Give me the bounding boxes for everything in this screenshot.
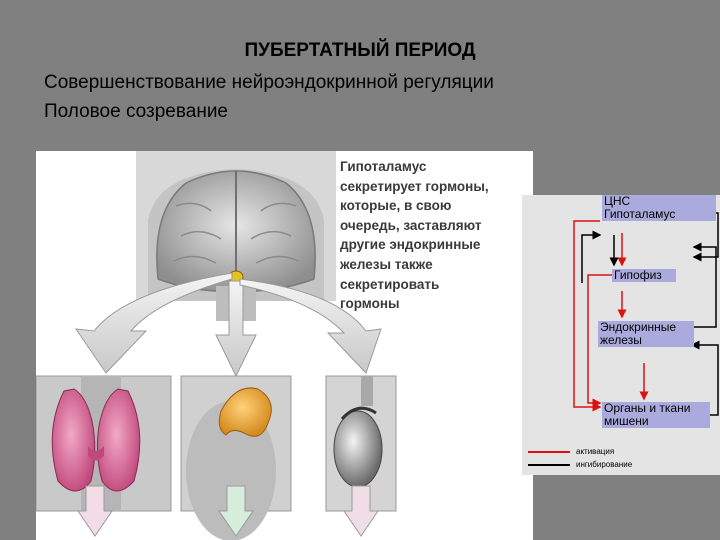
box-line: мишени — [604, 414, 649, 428]
scheme-box-endocrine: Эндокринные железы — [598, 321, 694, 347]
illustration-caption: Гипоталамус секретирует гормоны, которые… — [340, 157, 533, 314]
legend-inhibition-label: ингибирование — [576, 460, 633, 469]
hypothalamus-illustration: Гипоталамус секретирует гормоны, которые… — [36, 151, 533, 540]
caption-line: которые, в свою — [340, 198, 452, 214]
slide-title: ПУБЕРТАТНЫЙ ПЕРИОД — [244, 40, 476, 61]
box-line: Эндокринные — [600, 320, 677, 334]
scheme-box-pituitary: Гипофиз — [612, 269, 676, 282]
brain-image — [136, 151, 336, 321]
box-line: Гипофиз — [614, 268, 662, 282]
box-line: железы — [600, 333, 642, 347]
box-line: ЦНС — [604, 194, 631, 208]
caption-line: очередь, заставляют — [340, 217, 482, 233]
scheme-arrows — [528, 212, 719, 466]
testis-image — [325, 375, 397, 512]
scheme-box-cns: ЦНС Гипоталамус — [602, 195, 716, 221]
arrows — [74, 272, 382, 378]
scheme-box-targets: Органы и ткани мишени — [602, 402, 710, 428]
regulation-scheme: ЦНС Гипоталамус Гипофиз Эндокринные желе… — [522, 195, 720, 475]
subtitle-line-1: Совершенствование нейроэндокринной регул… — [44, 72, 494, 93]
output-arrows — [77, 485, 379, 537]
box-line: Органы и ткани — [604, 401, 691, 415]
caption-line: секретировать — [340, 276, 440, 292]
box-line: Гипоталамус — [604, 207, 676, 221]
illustration-graphic — [36, 151, 397, 540]
caption-line: другие эндокринные — [340, 237, 481, 253]
subtitle-line-2: Половое созревание — [44, 101, 228, 122]
caption-line: секретирует гормоны, — [340, 178, 489, 194]
caption-line: Гипоталамус — [340, 159, 427, 174]
legend-activation-label: активация — [576, 447, 615, 456]
caption-line: железы также — [340, 256, 433, 272]
caption-line: гормоны — [340, 296, 400, 312]
